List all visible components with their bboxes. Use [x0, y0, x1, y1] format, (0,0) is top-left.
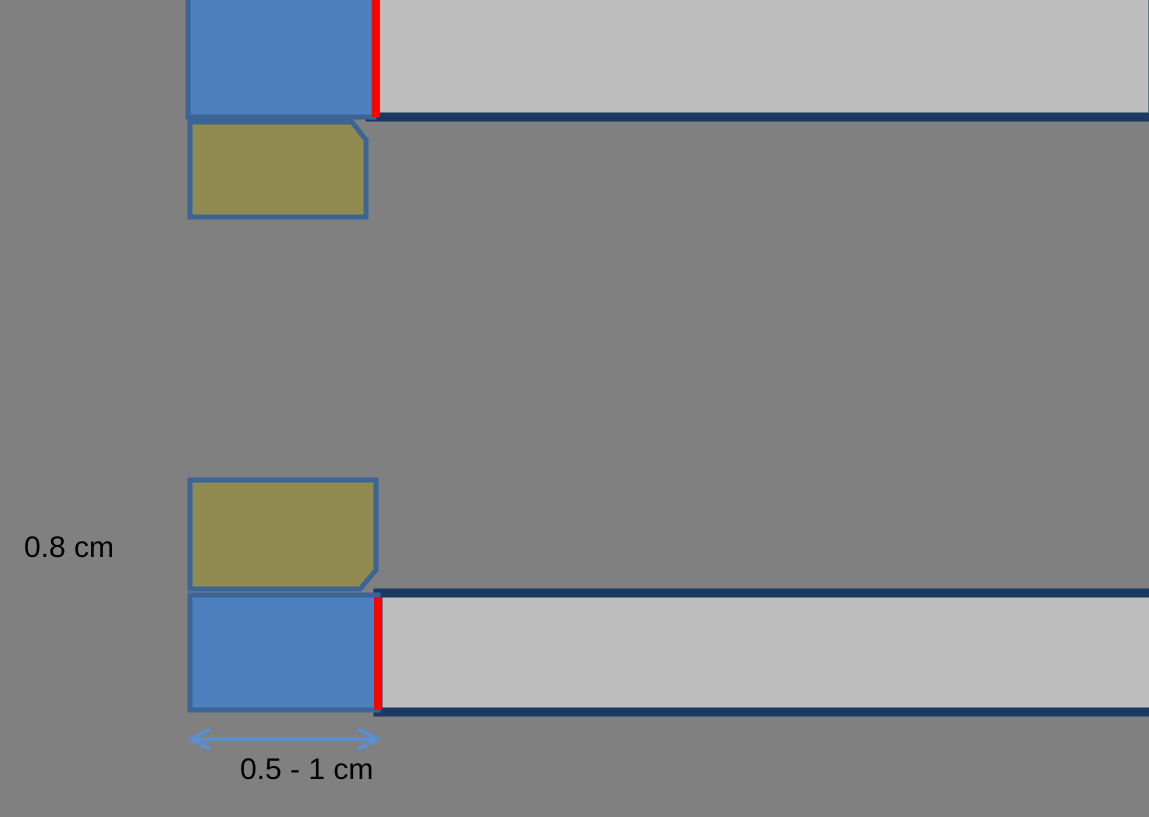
arrow-head-right	[357, 727, 382, 751]
lower-grey-bar	[373, 588, 1149, 717]
arrow-head-left	[186, 727, 211, 751]
width-label: 0.5 - 1 cm	[240, 753, 374, 786]
upper-grey-bar	[365, 0, 1149, 122]
lower-olive-block	[187, 477, 379, 592]
upper-blue-block	[185, 0, 377, 120]
lower-red-interface-marker	[374, 597, 382, 710]
upper-olive-block	[187, 119, 369, 220]
thickness-label: 0.8 cm	[24, 531, 115, 564]
lower-blue-block	[187, 592, 381, 713]
width-dimension-arrow	[186, 727, 382, 751]
upper-red-interface-marker	[372, 0, 380, 117]
upper-assembly	[185, 0, 1149, 220]
lower-assembly	[187, 477, 1149, 717]
